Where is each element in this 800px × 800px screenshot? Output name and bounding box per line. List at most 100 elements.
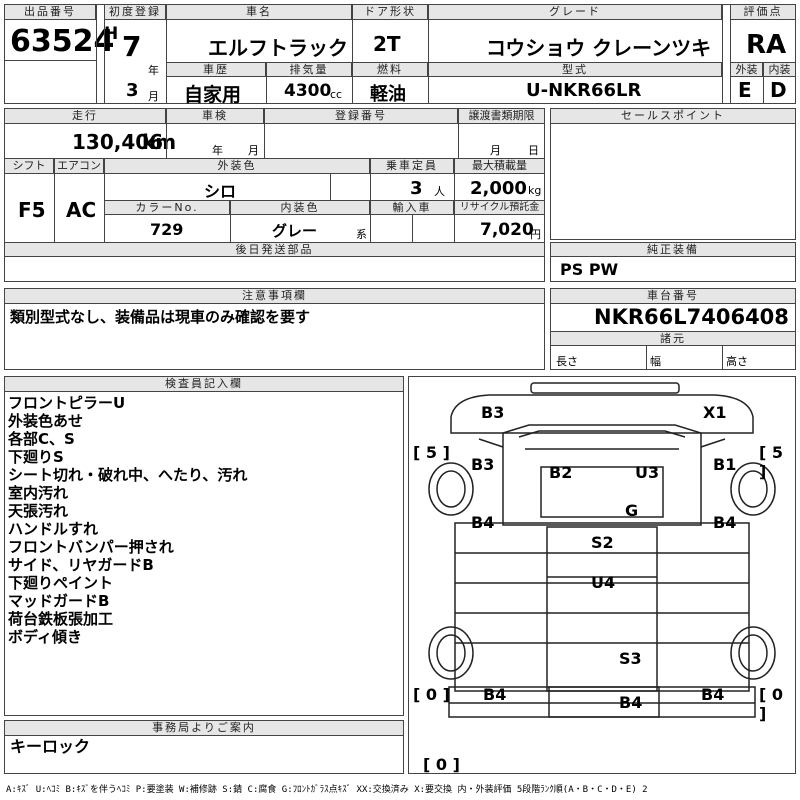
inspector-line: サイド、リヤガードB (8, 556, 154, 574)
intcolor: グレー (272, 222, 318, 240)
inspect-year: 年 (212, 144, 223, 157)
colorno-label: カラーNo. (104, 200, 230, 215)
sales-block (550, 108, 796, 240)
damage-mark: S2 (591, 533, 614, 552)
chassis-number: NKR66L7406408 (594, 305, 789, 329)
reg-year-unit: 年 (148, 64, 159, 77)
fuel-label: 燃料 (352, 62, 428, 77)
legend: A:ｷｽﾞ U:ﾍｺﾐ B:ｷｽﾞを伴うﾍｺﾐ P:要塗装 W:補修跡 S:錆 … (6, 785, 648, 795)
notes-label: 注意事項欄 (4, 288, 545, 304)
dims-height: 高さ (726, 355, 748, 368)
damage-mark: B3 (471, 455, 495, 474)
capacity-label: 乗車定員 (370, 158, 454, 174)
damage-mark: B4 (619, 693, 643, 712)
recycle: 7,020 (480, 220, 534, 240)
sales-label: セールスポイント (550, 108, 796, 124)
model: U-NKR66LR (526, 80, 642, 101)
damage-mark: B4 (701, 685, 725, 704)
reg-label: 初度登録 (104, 4, 166, 20)
tire-mark: [ 0 ] (423, 755, 460, 774)
mileage-label: 走行 (4, 108, 166, 124)
inspector-line: 荷台鉄板張加工 (8, 610, 114, 628)
spare-tire-mark: [ 5 ] (413, 443, 450, 462)
lot-number: 63524 (10, 24, 115, 59)
score: RA (746, 30, 787, 60)
damage-mark: G (625, 501, 639, 520)
header-block (4, 4, 796, 104)
load-unit: kg (528, 184, 542, 197)
transfer-day: 日 (528, 144, 539, 157)
fuel: 軽油 (370, 84, 406, 105)
equip: PS PW (560, 260, 619, 279)
reg-month-unit: 月 (148, 90, 159, 103)
chassis-label: 車台番号 (550, 288, 796, 304)
name-label: 車名 (166, 4, 352, 20)
transfer-label: 譲渡書類期限 (458, 108, 545, 124)
inspector-line: 天張汚れ (8, 502, 69, 520)
inspector-line: 下廻りS (8, 448, 64, 466)
inspector-block (4, 376, 404, 716)
color: シロ (204, 182, 237, 201)
spare-tire-mark: [ 5 ] (759, 443, 784, 481)
mileage-unit: km (142, 130, 177, 154)
inspector-line: ボディ傾き (8, 628, 82, 646)
recycle-unit: 円 (530, 228, 541, 241)
shift: F5 (18, 198, 46, 222)
damage-mark: S3 (619, 649, 642, 668)
ext-score: E (738, 78, 752, 102)
ac: AC (66, 198, 97, 222)
score-label: 評価点 (730, 4, 796, 20)
grade: コウショウ クレーンツキ (486, 36, 712, 60)
door-label: ドア形状 (352, 4, 428, 20)
disp-label: 排気量 (266, 62, 352, 77)
damage-mark: B1 (713, 455, 737, 474)
damage-mark: B4 (471, 513, 495, 532)
damage-mark: U3 (635, 463, 660, 482)
damage-diagram: [ 5 ] [ 5 ] [ 0 ] [ 0 ] [ 0 ] B3 X1 B3 B… (408, 376, 796, 774)
office-label: 事務局よりご案内 (4, 720, 404, 736)
recycle-label: リサイクル預託金 (454, 200, 545, 215)
inspector-line: 外装色あせ (8, 412, 84, 430)
transfer-month: 月 (490, 144, 501, 157)
model-label: 型式 (428, 62, 722, 77)
history-label: 車歴 (166, 62, 266, 77)
inspector-line: フロントピラーU (8, 394, 126, 412)
disp: 4300 (284, 81, 332, 101)
damage-mark: B2 (549, 463, 573, 482)
ext-label: 外装 (730, 62, 763, 77)
dims-length: 長さ (556, 355, 578, 368)
office-text: キーロック (10, 737, 91, 756)
tire-mark: [ 0 ] (759, 685, 784, 723)
load-label: 最大積載量 (454, 158, 545, 174)
capacity-unit: 人 (434, 185, 445, 198)
int-label: 内装 (763, 62, 796, 77)
reg-year: 7 (122, 30, 142, 63)
inspector-lines: フロントピラーU 外装色あせ 各部C、S 下廻りS シート切れ・破れ中、へたり、… (8, 394, 247, 646)
damage-mark: X1 (703, 403, 727, 422)
car-name: エルフトラック (208, 36, 348, 60)
colorno: 729 (150, 220, 184, 239)
inspector-line: 各部C、S (8, 430, 75, 448)
mileage: 130,406 (72, 130, 164, 154)
reg-month: 3 (126, 80, 139, 101)
dims-label: 諸元 (550, 331, 796, 346)
notes-text: 類別型式なし、装備品は現車のみ確認を要す (10, 308, 311, 326)
inspector-line: 室内汚れ (8, 484, 69, 502)
inspector-label: 検査員記入欄 (4, 376, 404, 392)
truck-outline (428, 382, 776, 718)
damage-mark: B4 (483, 685, 507, 704)
door: 2T (373, 32, 401, 56)
damage-mark: B3 (481, 403, 505, 422)
inspect-label: 車検 (166, 108, 264, 124)
import-label: 輸入車 (370, 200, 454, 215)
inspect-month: 月 (248, 144, 259, 157)
history: 自家用 (184, 84, 242, 106)
tire-mark: [ 0 ] (413, 685, 450, 704)
regno-label: 登録番号 (264, 108, 458, 124)
dims-width: 幅 (650, 355, 661, 368)
era: H (104, 24, 119, 44)
inspector-line: ハンドルすれ (8, 520, 99, 538)
lot-label: 出品番号 (4, 4, 96, 20)
grade-label: グレード (428, 4, 722, 20)
shift-label: シフト (4, 158, 54, 174)
